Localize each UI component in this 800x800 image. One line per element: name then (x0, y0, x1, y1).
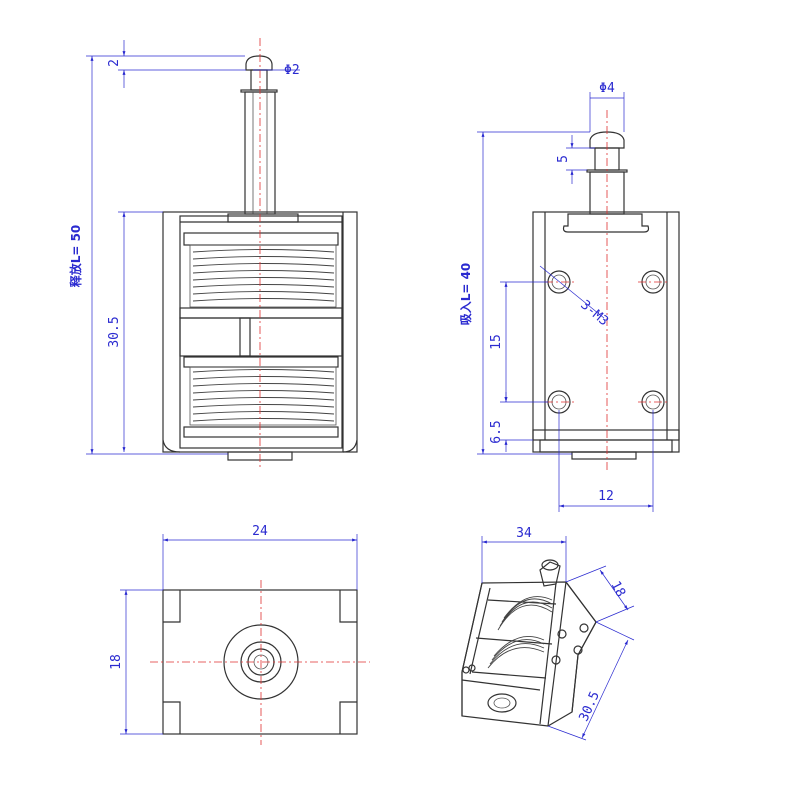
front-frame (162, 211, 358, 461)
bottom-width-label: 24 (252, 524, 268, 539)
iso-width-label: 34 (516, 526, 532, 541)
front-view: 释放L= 50 30.5 2 Φ2 (68, 38, 358, 470)
front-overall-length-label: 释放L= 50 (68, 225, 83, 288)
iso-dimensions (481, 536, 635, 741)
front-lower-coil (189, 366, 337, 426)
side-bottom-offset-label: 6.5 (489, 420, 504, 443)
side-spacing-v-label: 15 (489, 334, 504, 350)
side-screw-label: 3-M3 (577, 298, 611, 330)
side-screw-holes (545, 270, 668, 414)
iso-bottom-boss (487, 693, 517, 713)
iso-height-label: 30.5 (577, 689, 603, 724)
front-tip-label: 2 (107, 59, 122, 67)
iso-depth-label: 18 (607, 579, 628, 600)
iso-plunger (539, 559, 561, 587)
side-view: 吸入L= 40 15 6.5 12 5 Φ4 3-M3 (459, 81, 680, 512)
side-dimensions (477, 92, 654, 512)
iso-coils (487, 596, 553, 669)
side-frame (532, 211, 680, 460)
front-plunger (240, 55, 278, 215)
bottom-view: 24 18 (109, 524, 370, 745)
side-diameter-label: Φ4 (599, 81, 615, 96)
front-diameter-label: Φ2 (284, 63, 300, 78)
side-spacing-h-label: 12 (598, 489, 614, 504)
iso-side-holes (462, 623, 589, 674)
front-upper-coil (189, 244, 337, 308)
side-overall-length-label: 吸入L= 40 (459, 263, 473, 326)
bottom-dimensions (120, 534, 358, 735)
front-dimensions (86, 40, 300, 455)
iso-view: 34 18 30.5 (461, 526, 635, 741)
front-height-label: 30.5 (107, 316, 122, 347)
bottom-depth-label: 18 (109, 654, 124, 670)
side-tip-label: 5 (556, 155, 571, 163)
